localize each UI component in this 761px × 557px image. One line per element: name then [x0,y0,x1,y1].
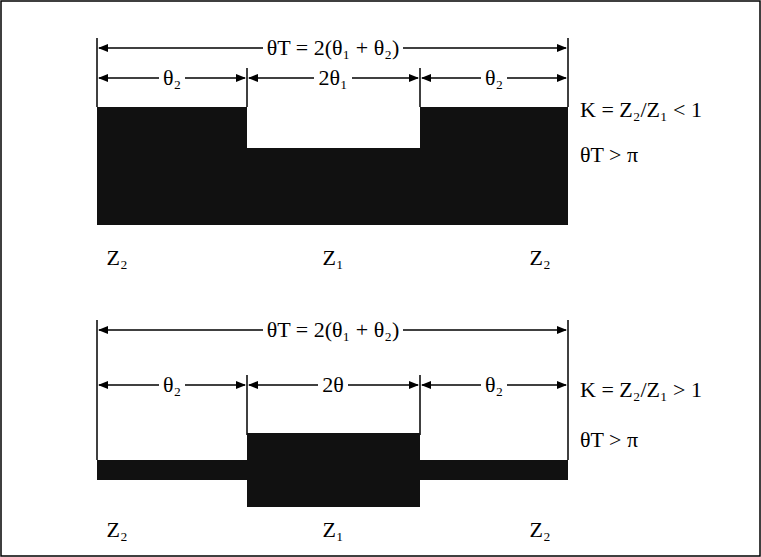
ratio-label: K = Z₂/Z₁ > 1 [580,378,702,402]
impedance-label: Z₁ [322,518,343,542]
impedance-label: Z₂ [106,246,127,270]
impedance-label: Z₁ [322,246,343,270]
dimension-label: θ₂ [159,373,185,397]
dimension-label: 2θ [318,373,348,397]
dimension-label: θ₂ [481,66,507,90]
line-sections [97,433,568,507]
dimension-label: θ₂ [481,373,507,397]
impedance-label: Z₂ [529,246,550,270]
dimension-label: θT = 2(θ₁ + θ₂) [263,318,403,342]
angle-condition: θT > π [580,428,638,452]
dimension-label: θT = 2(θ₁ + θ₂) [263,36,403,60]
angle-condition: θT > π [580,143,638,167]
impedance-label: Z₂ [529,518,550,542]
ratio-label: K = Z₂/Z₁ < 1 [580,98,702,122]
line-sections [97,107,568,225]
impedance-label: Z₂ [106,518,127,542]
dimension-label: θ₂ [159,66,185,90]
dimension-label: 2θ₁ [314,66,351,90]
